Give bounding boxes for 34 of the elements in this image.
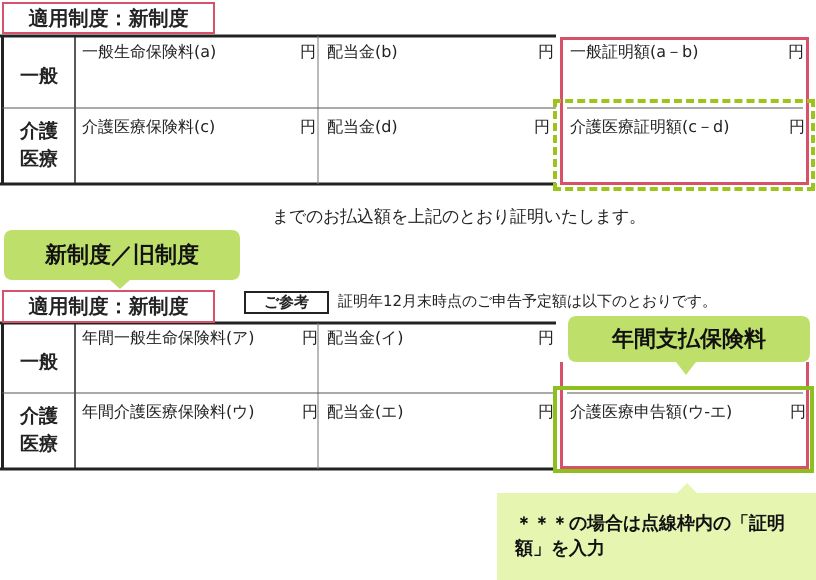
reference-tag: ご参考 [244,291,329,314]
row-header: 一般 [19,350,59,375]
cell-label: 介護医療申告額(ウ-エ) [570,402,734,423]
unit-label: 円 [787,42,804,63]
cell-label: 一般生命保険料(a) [82,42,218,63]
unit-label: 円 [301,328,318,349]
cell-label: 年間一般生命保険料(ア) [82,328,256,349]
unit-label: 円 [299,42,316,63]
note-text: までのお払込額を上記のとおり証明いたします。 [272,206,647,228]
cell-label: 介護医療保険料(c) [82,117,216,138]
row-header: 一般 [19,64,59,89]
callout-tooltip: ＊＊＊の場合は点線枠内の「証明額」を入力 [497,483,816,580]
row-header: 介護医療 [18,404,59,457]
cell-label: 配当金(d) [327,117,399,138]
unit-label: 円 [533,117,550,138]
unit-label: 円 [301,402,318,423]
callout-tooltip: 新制度／旧制度 [4,230,240,289]
cell-label: 配当金(イ) [327,328,404,349]
unit-label: 円 [788,117,805,138]
callout-tooltip: 年間支払保険料 [568,316,810,375]
unit-label: 円 [537,402,554,423]
cell-label: 介護医療証明額(c－d) [570,117,730,138]
cell-label: 配当金(エ) [327,402,404,423]
note-text: 証明年12月末時点のご申告予定額は以下のとおりです。 [338,292,718,311]
cell-label: 配当金(b) [327,42,399,63]
unit-label: 円 [789,402,806,423]
title-box: 適用制度：新制度 [2,290,215,323]
unit-label: 円 [537,42,554,63]
row-header: 介護医療 [18,119,59,172]
cell-label: 一般証明額(a－b) [570,42,700,63]
unit-label: 円 [537,328,554,349]
cell-label: 年間介護医療保険料(ウ) [82,402,256,423]
unit-label: 円 [299,117,316,138]
title-box: 適用制度：新制度 [2,2,215,34]
